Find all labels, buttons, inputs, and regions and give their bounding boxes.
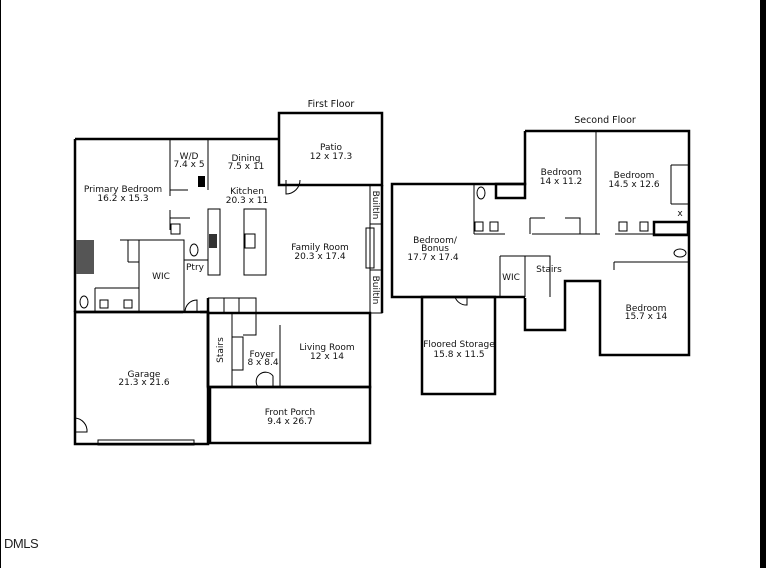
patio-name: Patio <box>320 143 343 153</box>
stair-landing <box>208 297 257 313</box>
sink-icon <box>170 223 181 235</box>
garage-walls <box>73 310 210 446</box>
hall-wall <box>473 184 689 235</box>
wd-name: W/D <box>180 152 199 162</box>
sink-icon <box>618 221 628 232</box>
range-icon <box>209 234 217 248</box>
primary-bedroom-dims: 16.2 x 15.3 <box>97 194 148 204</box>
foyer-dims: 8 x 8.4 <box>247 358 278 368</box>
toilet-icon <box>189 243 199 257</box>
front-porch-name: Front Porch <box>265 408 315 418</box>
bath-wall <box>613 261 689 270</box>
bedroom-1-name: Bedroom <box>541 168 582 178</box>
water-heater-icon <box>198 176 205 187</box>
shower-icon <box>76 240 94 274</box>
family-room-name: Family Room <box>291 243 348 253</box>
bedroom-3-name: Bedroom <box>626 304 667 314</box>
bedroom-2-name: Bedroom <box>614 171 655 181</box>
garage-side-door <box>74 417 88 433</box>
kitchen-name: Kitchen <box>230 187 264 197</box>
garage-name: Garage <box>128 370 161 380</box>
toilet-icon <box>79 295 89 309</box>
family-room-dims: 20.3 x 17.4 <box>294 252 345 262</box>
bonus-name-line2: Bonus <box>421 244 449 254</box>
mls-watermark: DMLS <box>4 536 39 551</box>
closet-doors <box>529 217 581 234</box>
toilet-icon <box>476 186 486 200</box>
closet-wall <box>670 164 689 205</box>
tub <box>652 220 690 237</box>
toilet-icon <box>673 248 687 258</box>
primary-bedroom-name: Primary Bedroom <box>84 185 162 195</box>
kitchen-island <box>243 208 267 276</box>
patio-walls <box>277 111 384 187</box>
front-door-swing <box>255 371 274 388</box>
bonus-name-line1: Bedroom/ <box>413 236 458 246</box>
closet-mark: x <box>677 209 683 219</box>
sink-icon <box>99 299 109 309</box>
tub <box>494 182 527 200</box>
wd-dims: 7.4 x 5 <box>173 160 204 170</box>
stairs-label: Stairs <box>216 337 226 363</box>
wic-label-2: WIC <box>502 273 520 283</box>
floored-storage-walls <box>420 295 497 396</box>
kitchen-counter <box>207 208 221 276</box>
builtin-top-label: BuiltIn <box>370 191 380 220</box>
dining-dims: 7.5 x 11 <box>228 162 265 172</box>
sink-icon <box>244 233 256 249</box>
wic-stairs-walls <box>499 255 551 297</box>
patio-dims: 12 x 17.3 <box>310 152 353 162</box>
image-frame-left <box>0 0 1 568</box>
builtin-bottom-label: BuiltIn <box>370 276 380 305</box>
first-floor: First Floor <box>73 99 384 446</box>
image-frame-right <box>760 0 766 568</box>
sink-icon <box>489 221 499 232</box>
floored-storage-name: Floored Storage <box>423 340 495 350</box>
builtin-strip <box>369 184 383 314</box>
second-floor: Second Floor Bedroom 14 x 11.2 Bedroom 1… <box>390 115 691 396</box>
second-floor-title: Second Floor <box>574 115 636 126</box>
dining-name: Dining <box>231 154 260 164</box>
living-room-name: Living Room <box>299 343 354 353</box>
sink-icon <box>474 221 484 232</box>
fireplace <box>365 227 375 269</box>
floored-storage-dims: 15.8 x 11.5 <box>433 350 484 360</box>
first-floor-title: First Floor <box>308 99 355 110</box>
kitchen-dims: 20.3 x 11 <box>226 196 269 206</box>
garage-door-swing <box>184 299 198 313</box>
foyer-name: Foyer <box>250 350 275 360</box>
pantry-label: Ptry <box>186 263 205 273</box>
bonus-dims: 17.7 x 17.4 <box>407 253 458 263</box>
sink-icon <box>639 221 649 232</box>
bedroom-1-dims: 14 x 11.2 <box>540 177 583 187</box>
garage-dims: 21.3 x 21.6 <box>118 378 169 388</box>
bedroom-3-dims: 15.7 x 14 <box>625 312 668 322</box>
patio-door <box>285 179 301 195</box>
living-room-dims: 12 x 14 <box>310 352 344 362</box>
garage-door <box>97 439 195 446</box>
stair-walls <box>231 313 257 387</box>
bedroom-2-dims: 14.5 x 12.6 <box>608 180 659 190</box>
front-porch-walls <box>208 385 372 445</box>
front-porch-dims: 9.4 x 26.7 <box>267 417 312 427</box>
stairs-label-2: Stairs <box>536 265 562 275</box>
wic-label: WIC <box>152 272 170 282</box>
sink-icon <box>123 299 133 309</box>
